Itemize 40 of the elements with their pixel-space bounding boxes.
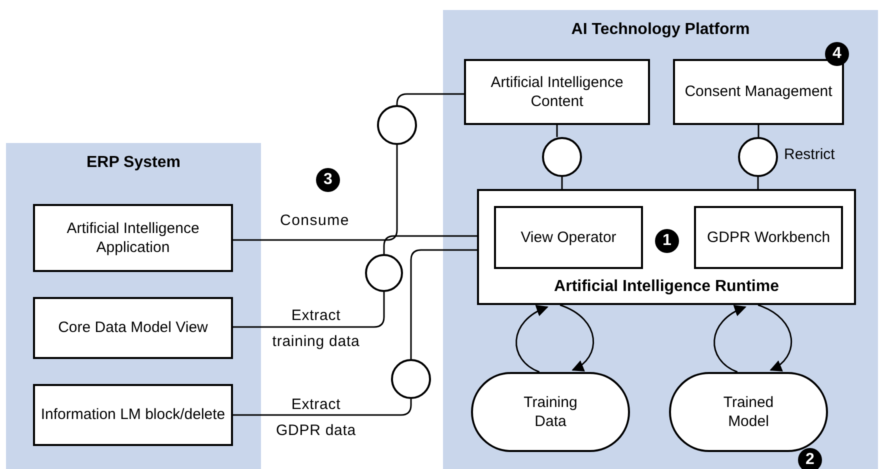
panel-title: ERP System — [86, 153, 180, 173]
node-label: Consent Management — [684, 82, 832, 102]
component-box — [33, 297, 233, 359]
connector-line — [410, 249, 477, 359]
node-label: Training Data — [522, 392, 578, 432]
arrow — [516, 306, 548, 373]
node-label: Information LM block/delete — [40, 405, 226, 425]
component-box — [494, 206, 643, 269]
component-box — [673, 59, 844, 125]
component-box — [694, 206, 843, 269]
node-label: View Operator — [520, 228, 616, 248]
connector-line — [233, 292, 385, 328]
component-box — [33, 204, 233, 272]
connector-line — [556, 125, 558, 137]
node-label: Artificial Intelligence Content — [490, 72, 624, 112]
arrow — [560, 304, 594, 371]
node-label: Trained Model — [722, 392, 775, 432]
arrow — [758, 304, 792, 371]
system-panel — [6, 143, 261, 469]
panel-title: AI Technology Platform — [571, 20, 750, 40]
arrow — [714, 306, 746, 373]
connector-line — [233, 145, 398, 241]
connector-line — [561, 177, 563, 189]
node-label: Artificial Intelligence Application — [66, 218, 200, 258]
connector-line — [758, 125, 760, 137]
connector-line — [757, 177, 759, 189]
edge-label: Consume — [280, 212, 350, 230]
component-box — [33, 384, 233, 446]
connector-line — [383, 235, 477, 254]
edge-label: Extract training data — [271, 306, 361, 352]
runtime-box — [477, 189, 856, 305]
node-label: Core Data Model View — [58, 318, 208, 338]
edge-label: Extract GDPR data — [274, 395, 358, 441]
system-panel — [443, 10, 878, 469]
edge-label: Restrict — [784, 146, 835, 164]
node-label: GDPR Workbench — [706, 228, 830, 248]
component-box — [464, 59, 650, 125]
connector-line — [233, 399, 412, 416]
callout-number: 3 — [316, 168, 340, 192]
node-label: Artificial Intelligence Runtime — [554, 277, 779, 297]
